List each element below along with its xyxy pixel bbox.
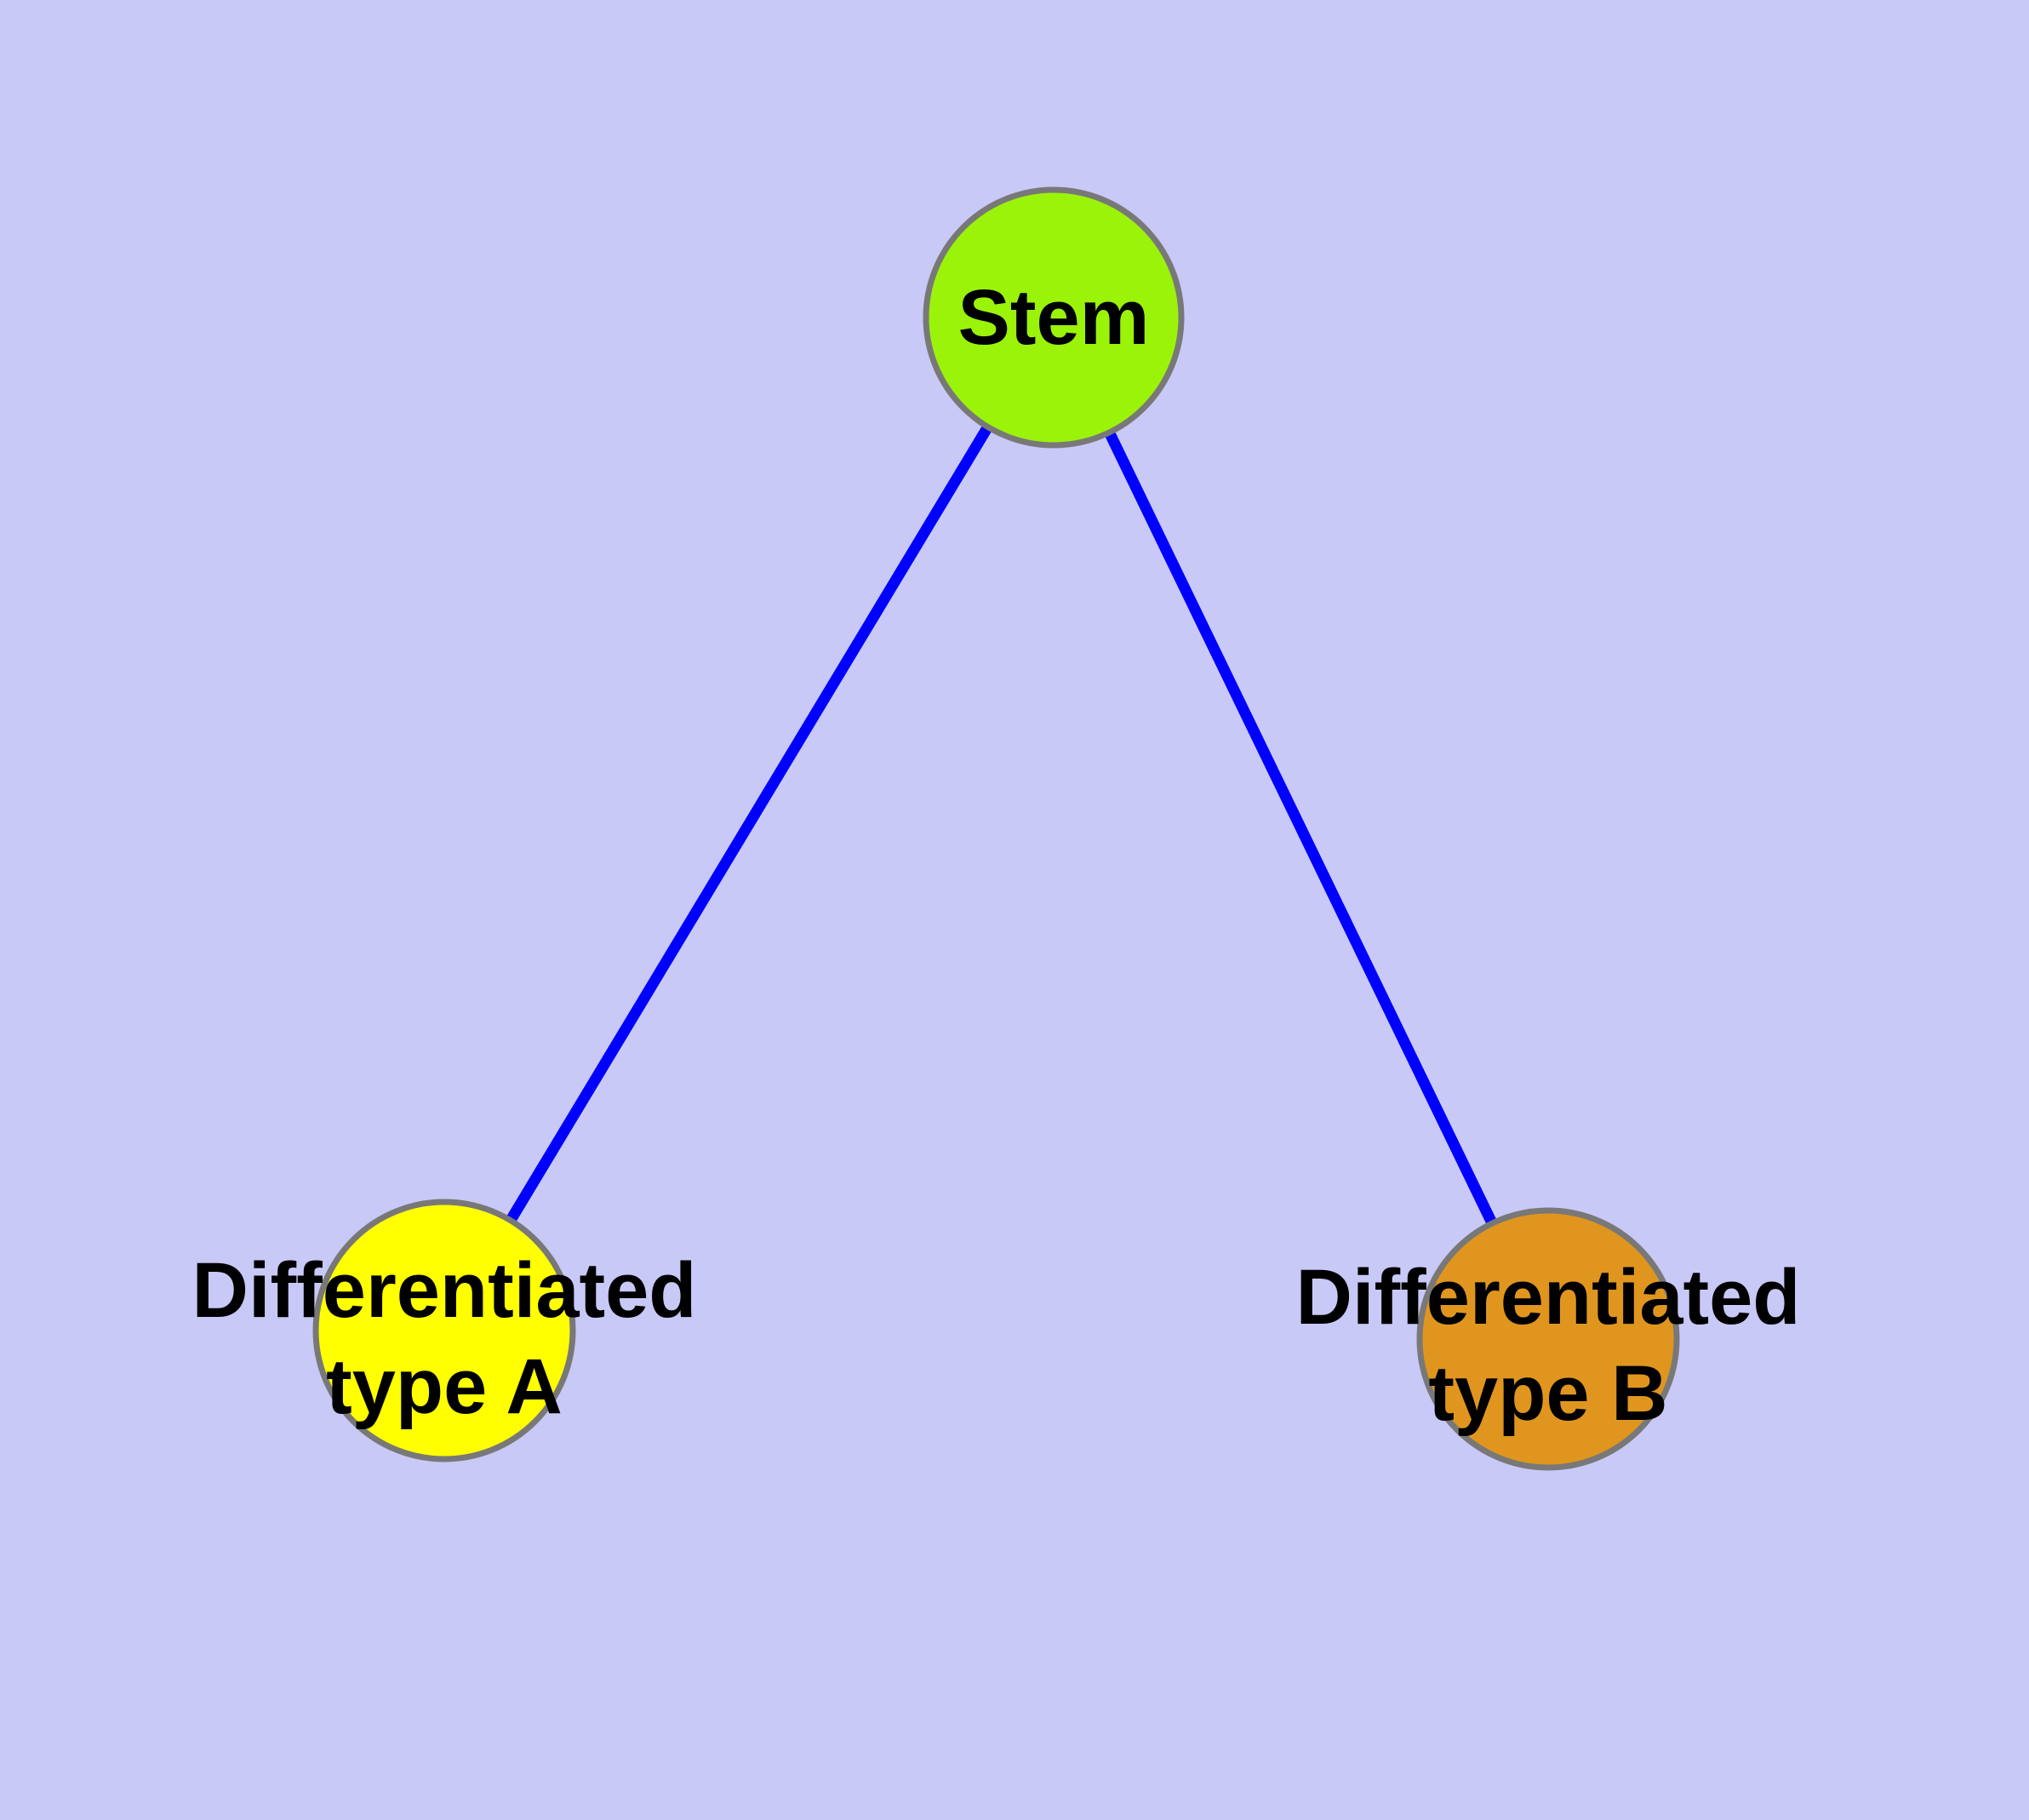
edge-stem-to-type-a xyxy=(439,314,1059,1334)
edge-stem-to-type-b xyxy=(1049,315,1553,1342)
differentiated-type-a-label-line2: type A xyxy=(326,1343,563,1430)
stem-node xyxy=(923,186,1185,449)
differentiated-type-a-node xyxy=(312,1199,576,1462)
stem-node-label: Stem xyxy=(958,274,1150,361)
differentiated-type-b-node xyxy=(1416,1207,1680,1471)
differentiated-type-b-label-line1: Differentiated xyxy=(1296,1254,1801,1341)
differentiated-type-b-label-line2: type B xyxy=(1428,1350,1667,1437)
differentiated-type-a-label-line1: Differentiated xyxy=(192,1247,697,1334)
